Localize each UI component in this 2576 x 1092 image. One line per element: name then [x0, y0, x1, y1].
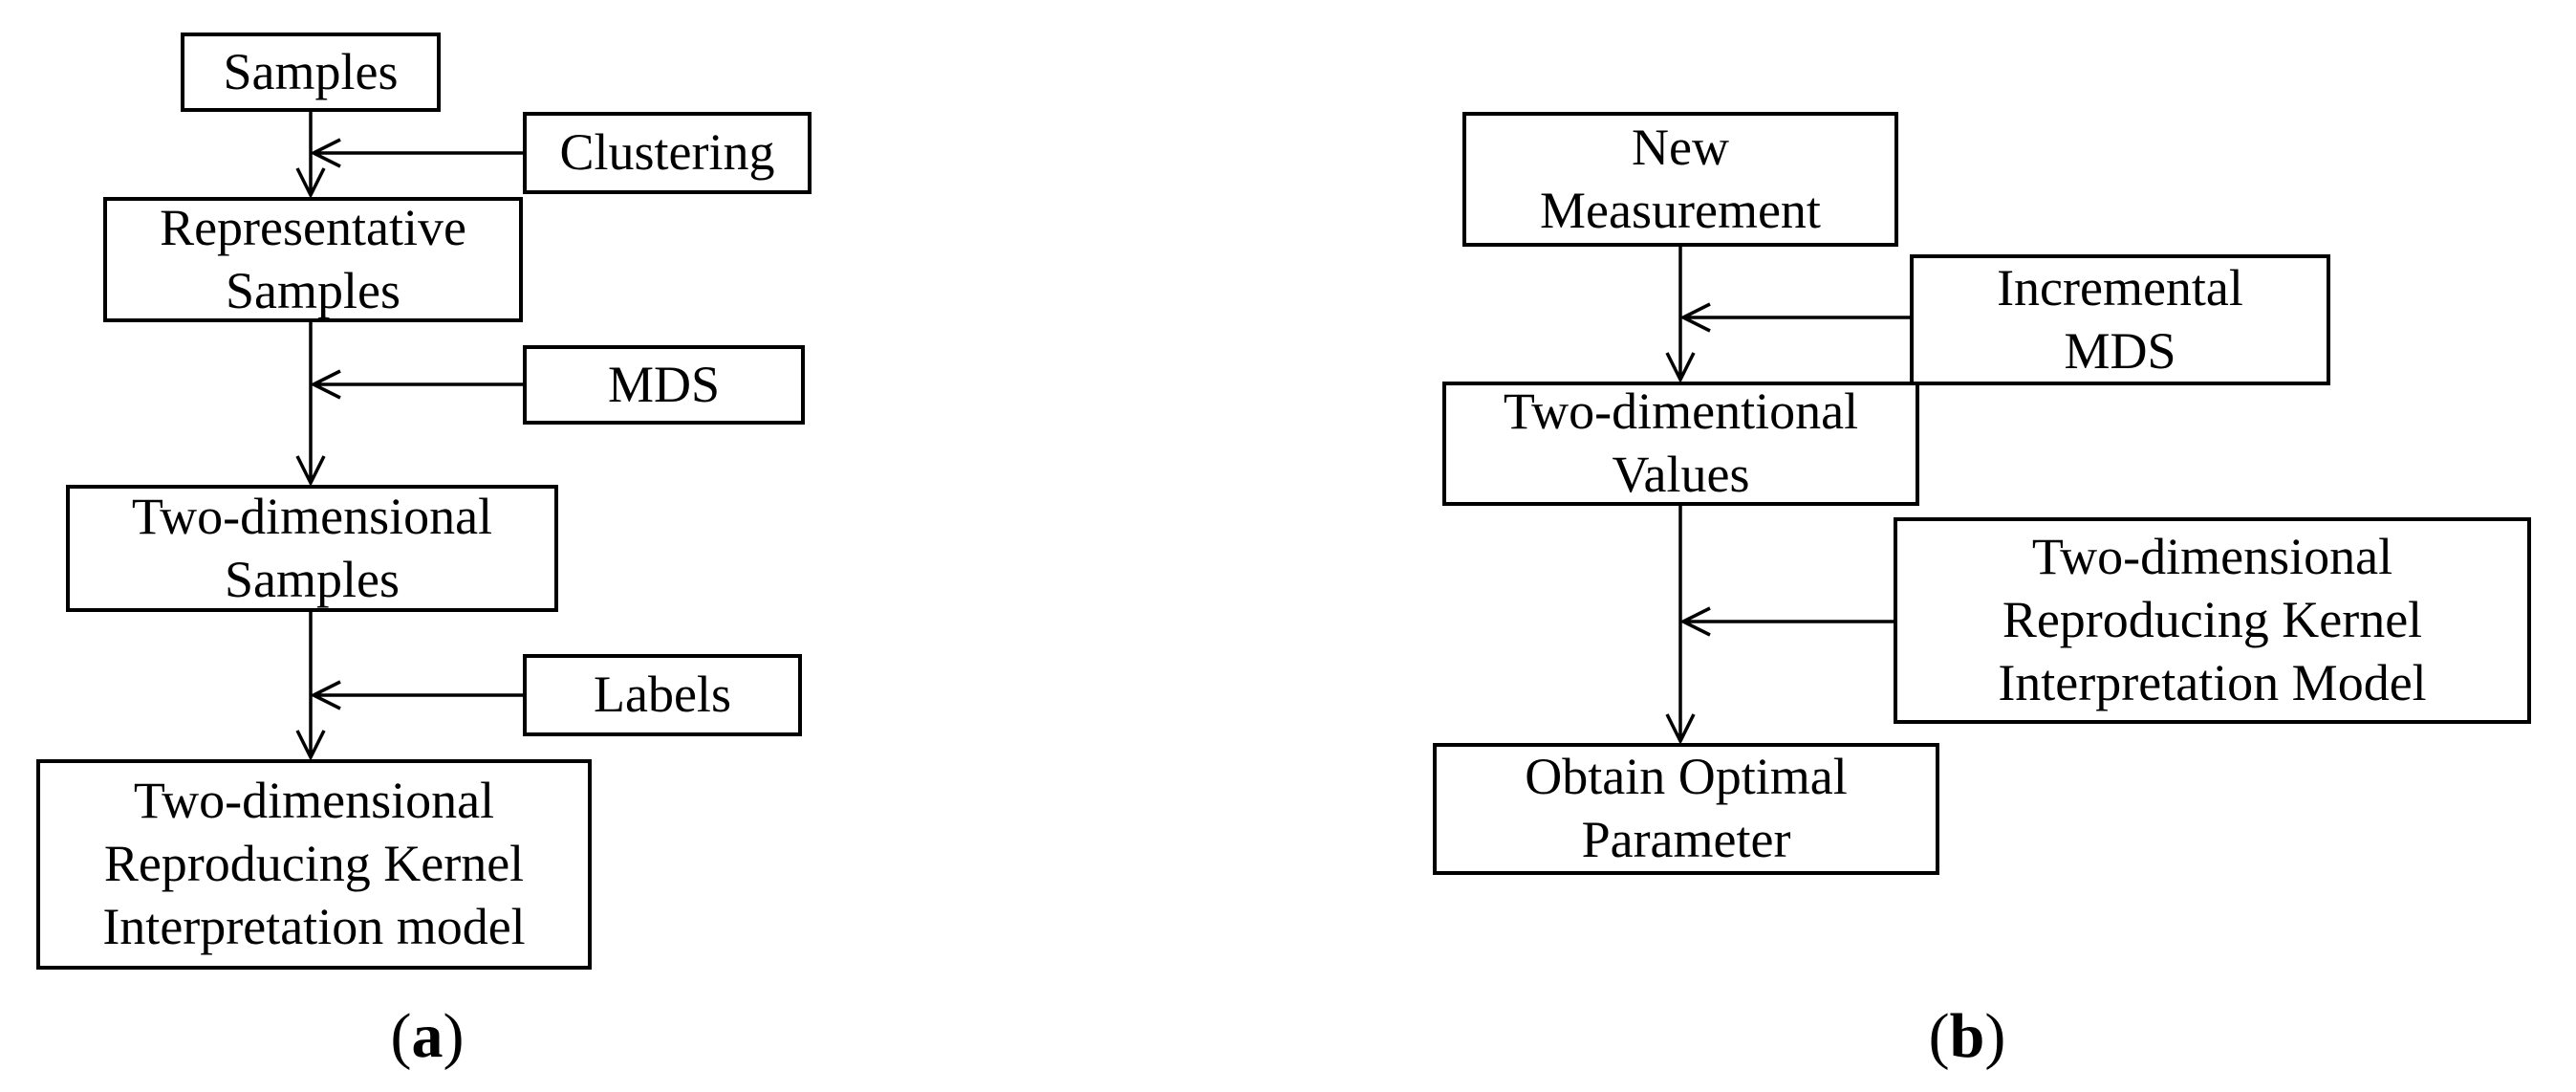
box-samples: Samples [181, 33, 441, 112]
arrow-samples-to-representative [295, 112, 326, 199]
box-mds-label: MDS [607, 355, 721, 413]
box-two-dimensional-samples-label-line2: Samples [225, 550, 400, 608]
box-labels-label: Labels [594, 666, 731, 724]
arrow-two-dimensional-to-model [295, 612, 326, 761]
box-obtain-optimal-parameter-label-line2: Parameter [1581, 811, 1791, 868]
box-two-dimensional-samples: Two-dimensional Samples [66, 485, 558, 612]
box-two-dimentional-values: Two-dimentional Values [1442, 382, 1919, 506]
box-samples-label: Samples [223, 42, 399, 100]
box-new-measurement-label-line2: Measurement [1540, 181, 1821, 239]
arrow-model-to-flow [1679, 606, 1894, 637]
caption-a-close-paren: ) [443, 1001, 465, 1071]
box-interpretation-model-b-label-line3: Interpretation Model [1998, 653, 2427, 711]
box-labels: Labels [523, 654, 802, 736]
caption-b-letter: b [1949, 1001, 1985, 1071]
box-representative-samples: Representative Samples [103, 197, 523, 322]
box-incremental-mds-label-line2: MDS [2064, 321, 2176, 380]
box-interpretation-model-a-label-line3: Interpretation model [102, 897, 526, 955]
arrow-incremental-mds-to-flow [1679, 302, 1910, 333]
box-representative-samples-label-line1: Representative [160, 198, 466, 256]
arrow-values-to-obtain [1665, 506, 1696, 745]
box-representative-samples-label-line2: Samples [226, 261, 400, 319]
arrow-representative-to-two-dimensional [295, 322, 326, 487]
box-clustering-label: Clustering [559, 123, 775, 182]
box-interpretation-model-b: Two-dimensional Reproducing Kernel Inter… [1894, 517, 2531, 724]
box-obtain-optimal-parameter: Obtain Optimal Parameter [1433, 743, 1939, 875]
arrow-clustering-to-flow [310, 138, 523, 168]
box-two-dimensional-samples-label-line1: Two-dimensional [131, 487, 493, 545]
caption-a-open-paren: ( [390, 1001, 412, 1071]
box-incremental-mds: Incremental MDS [1910, 254, 2330, 385]
box-interpretation-model-a: Two-dimensional Reproducing Kernel Inter… [36, 759, 592, 970]
box-clustering: Clustering [523, 112, 812, 194]
box-interpretation-model-b-label-line1: Two-dimensional [2031, 528, 2393, 586]
box-new-measurement-label-line1: New [1632, 118, 1729, 176]
box-incremental-mds-label-line1: Incremental [1997, 258, 2243, 317]
caption-b-close-paren: ) [1984, 1001, 2006, 1071]
caption-b: (b) [1852, 1001, 2082, 1072]
caption-a: (a) [313, 1001, 542, 1072]
box-interpretation-model-a-label-line1: Two-dimensional [133, 772, 495, 830]
box-new-measurement: New Measurement [1462, 112, 1898, 247]
arrow-mds-to-flow [310, 369, 523, 400]
box-two-dimentional-values-label-line2: Values [1612, 446, 1750, 503]
box-two-dimentional-values-label-line1: Two-dimentional [1503, 382, 1859, 441]
caption-b-open-paren: ( [1928, 1001, 1950, 1071]
arrow-labels-to-flow [310, 680, 523, 710]
box-interpretation-model-b-label-line2: Reproducing Kernel [2002, 591, 2423, 649]
box-interpretation-model-a-label-line2: Reproducing Kernel [103, 835, 525, 893]
box-obtain-optimal-parameter-label-line1: Obtain Optimal [1525, 748, 1848, 806]
box-mds: MDS [523, 345, 805, 425]
arrow-new-measurement-to-values [1665, 247, 1696, 383]
caption-a-letter: a [411, 1001, 444, 1071]
